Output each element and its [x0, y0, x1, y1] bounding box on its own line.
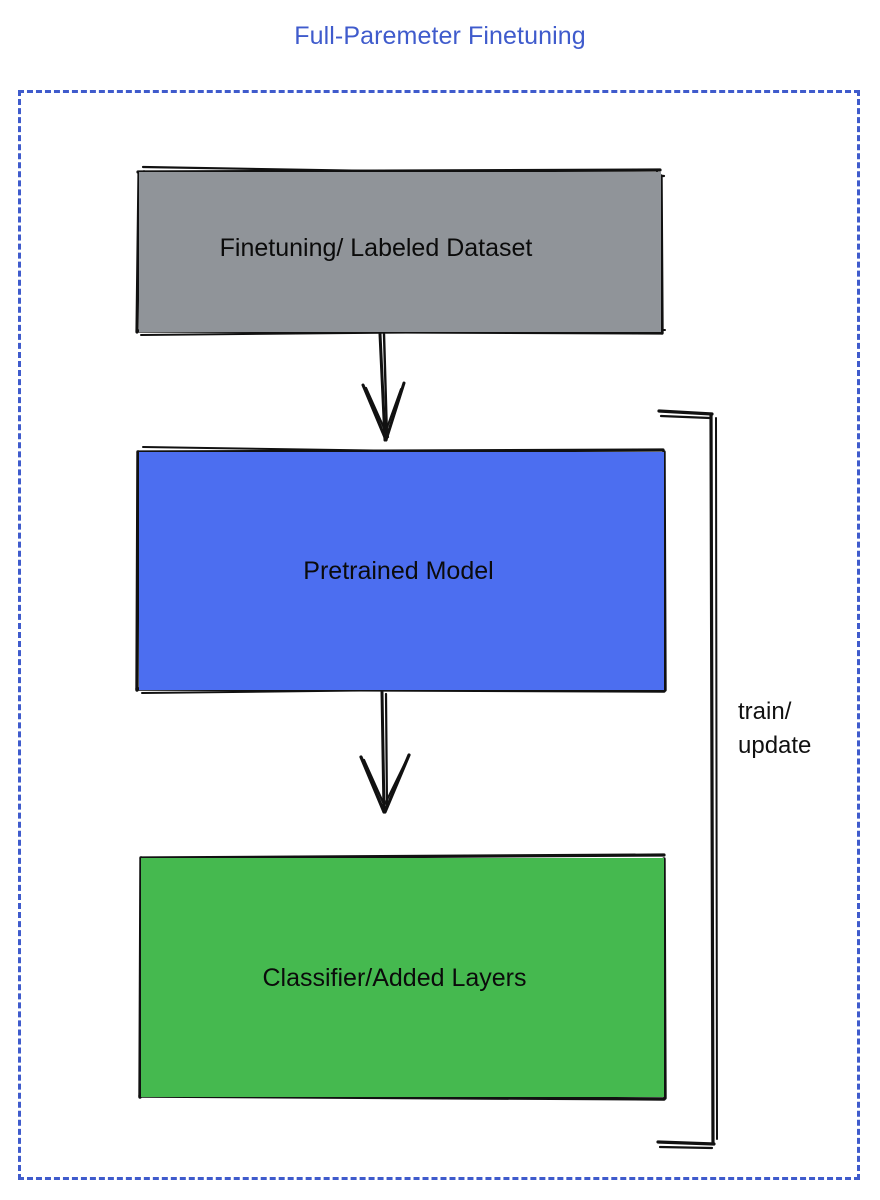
feedback-loop-label-line-1: train/ [738, 698, 792, 725]
diagram-frame [18, 90, 860, 1180]
node-classifier-label: Classifier/Added Layers [262, 963, 527, 992]
feedback-loop-label: train/ update [738, 695, 811, 763]
node-pretrained[interactable]: Pretrained Model [139, 452, 664, 690]
feedback-loop-label-line-2: update [738, 732, 812, 760]
page-title: Full-Paremeter Finetuning [294, 22, 586, 50]
node-dataset[interactable]: Finetuning/ Labeled Dataset [139, 172, 661, 332]
node-dataset-label: Finetuning/ Labeled Dataset [219, 234, 533, 262]
node-classifier[interactable]: Classifier/Added Layers [141, 858, 664, 1097]
node-pretrained-label: Pretrained Model [303, 557, 494, 585]
